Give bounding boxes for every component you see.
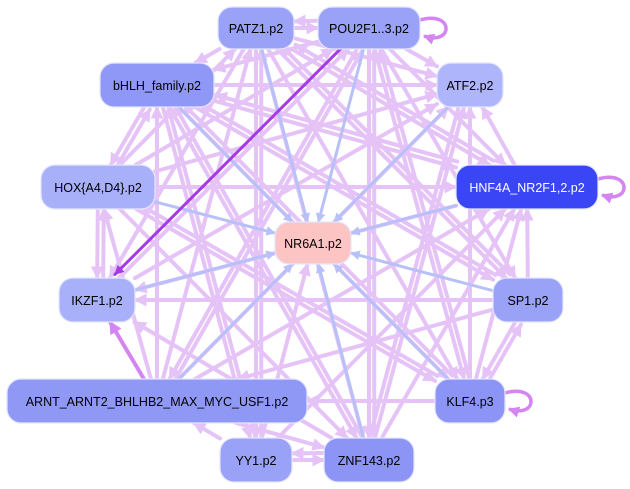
node-bhlh[interactable]: bHLH_family.p2 <box>99 62 215 108</box>
edge-hnf4a-to-nr6a1 <box>349 204 458 236</box>
edge-klf4-to-sp1 <box>486 322 523 384</box>
node-yy1[interactable]: YY1.p2 <box>219 437 293 483</box>
edge-patz1-to-nr6a1 <box>260 47 310 224</box>
self-loops-layer <box>419 16 626 418</box>
edge-pou2f1-to-arnt <box>167 47 360 381</box>
node-klf4[interactable]: KLF4.p3 <box>434 378 506 424</box>
node-hnf4a[interactable]: HNF4A_NR2F1,2.p2 <box>455 164 599 210</box>
node-box <box>219 437 293 483</box>
edge-sp1-to-nr6a1 <box>349 250 495 293</box>
node-patz1[interactable]: PATZ1.p2 <box>217 6 295 50</box>
edge-atf2-to-nr6a1 <box>332 105 450 224</box>
node-label: bHLH_family.p2 <box>113 79 201 93</box>
node-label: PATZ1.p2 <box>229 22 283 36</box>
node-box <box>323 437 415 483</box>
edge-znf143-to-bhlh <box>172 102 364 438</box>
node-label: KLF4.p3 <box>446 395 493 409</box>
edge-arnt-to-hnf4a <box>193 207 491 381</box>
node-box <box>434 378 506 424</box>
node-box <box>217 6 295 50</box>
edge-hnf4a-to-bhlh <box>213 91 460 164</box>
edge-pou2f1-to-atf2 <box>404 47 439 69</box>
node-label: YY1.p2 <box>235 454 276 468</box>
node-hox[interactable]: HOX{A4,D4}.p2 <box>40 164 156 210</box>
node-box <box>317 6 421 50</box>
node-sp1[interactable]: SP1.p2 <box>492 277 564 323</box>
nodes-layer: PATZ1.p2 POU2F1..3.p2 bHLH_family.p2 ATF2.p… <box>6 6 599 483</box>
edge-klf4-to-nr6a1 <box>332 262 450 381</box>
node-label: ATF2.p2 <box>446 79 493 93</box>
node-label: HOX{A4,D4}.p2 <box>54 181 142 195</box>
node-box <box>40 164 156 210</box>
node-atf2[interactable]: ATF2.p2 <box>436 62 504 108</box>
edge-hnf4a-to-atf2 <box>480 105 517 167</box>
edge-znf143-to-nr6a1 <box>315 262 365 440</box>
edge-ikzf1-to-nr6a1 <box>133 250 277 292</box>
edge-patz1-to-bhlh <box>193 47 222 65</box>
node-label: SP1.p2 <box>507 294 548 308</box>
self-loop-klf4 <box>504 389 533 418</box>
edge-pou2f1-to-ikzf1 <box>113 43 346 276</box>
self-loop-pou2f1 <box>419 16 448 45</box>
node-label: ZNF143.p2 <box>338 454 401 468</box>
self-loop-hnf4a <box>597 175 626 204</box>
edge-pou2f1-to-patz1 <box>292 14 320 28</box>
edge-hox-to-klf4 <box>134 207 437 383</box>
node-label: IKZF1.p2 <box>71 294 122 308</box>
node-box <box>436 62 504 108</box>
node-label: NR6A1.p2 <box>284 237 342 251</box>
edge-sp1-to-bhlh <box>196 100 498 277</box>
edge-znf143-to-hnf4a <box>379 207 517 440</box>
edge-pou2f1-to-nr6a1 <box>316 47 366 224</box>
edge-hox-to-bhlh <box>114 107 152 170</box>
edge-arnt-to-ikzf1 <box>108 320 146 381</box>
edge-sp1-to-hnf4a <box>520 207 534 280</box>
node-znf143[interactable]: ZNF143.p2 <box>323 437 415 483</box>
node-label: ARNT_ARNT2_BHLHB2_MAX_MYC_USF1.p2 <box>26 395 289 409</box>
edge-patz1-to-klf4 <box>266 47 460 381</box>
node-box <box>58 277 136 323</box>
edge-yy1-to-arnt <box>191 421 222 441</box>
edge-klf4-to-hox <box>137 202 440 378</box>
edge-bhlh-to-hnf4a <box>212 98 458 171</box>
edge-hox-to-ikzf1 <box>90 207 104 280</box>
edge-hox-to-atf2 <box>153 90 439 174</box>
edge-bhlh-to-nr6a1 <box>177 105 294 224</box>
node-box <box>99 62 215 108</box>
node-ikzf1[interactable]: IKZF1.p2 <box>58 277 136 323</box>
edge-ikzf1-to-hox <box>97 207 111 281</box>
node-nr6a1[interactable]: NR6A1.p2 <box>274 221 352 265</box>
node-label: HNF4A_NR2F1,2.p2 <box>469 181 584 195</box>
edge-hnf4a-to-patz1 <box>293 42 496 163</box>
node-box <box>274 221 352 265</box>
node-box <box>455 164 599 210</box>
edge-bhlh-to-sp1 <box>192 105 495 282</box>
edge-arnt-to-pou2f1 <box>172 49 364 384</box>
edge-hox-to-nr6a1 <box>153 200 277 236</box>
edge-ikzf1-to-atf2 <box>133 102 439 281</box>
node-box <box>492 277 564 323</box>
edge-arnt-to-nr6a1 <box>177 262 294 381</box>
node-label: POU2F1..3.p2 <box>329 22 409 36</box>
node-arnt[interactable]: ARNT_ARNT2_BHLHB2_MAX_MYC_USF1.p2 <box>6 378 308 424</box>
node-box <box>6 378 308 424</box>
node-pou2f1[interactable]: POU2F1..3.p2 <box>317 6 421 50</box>
